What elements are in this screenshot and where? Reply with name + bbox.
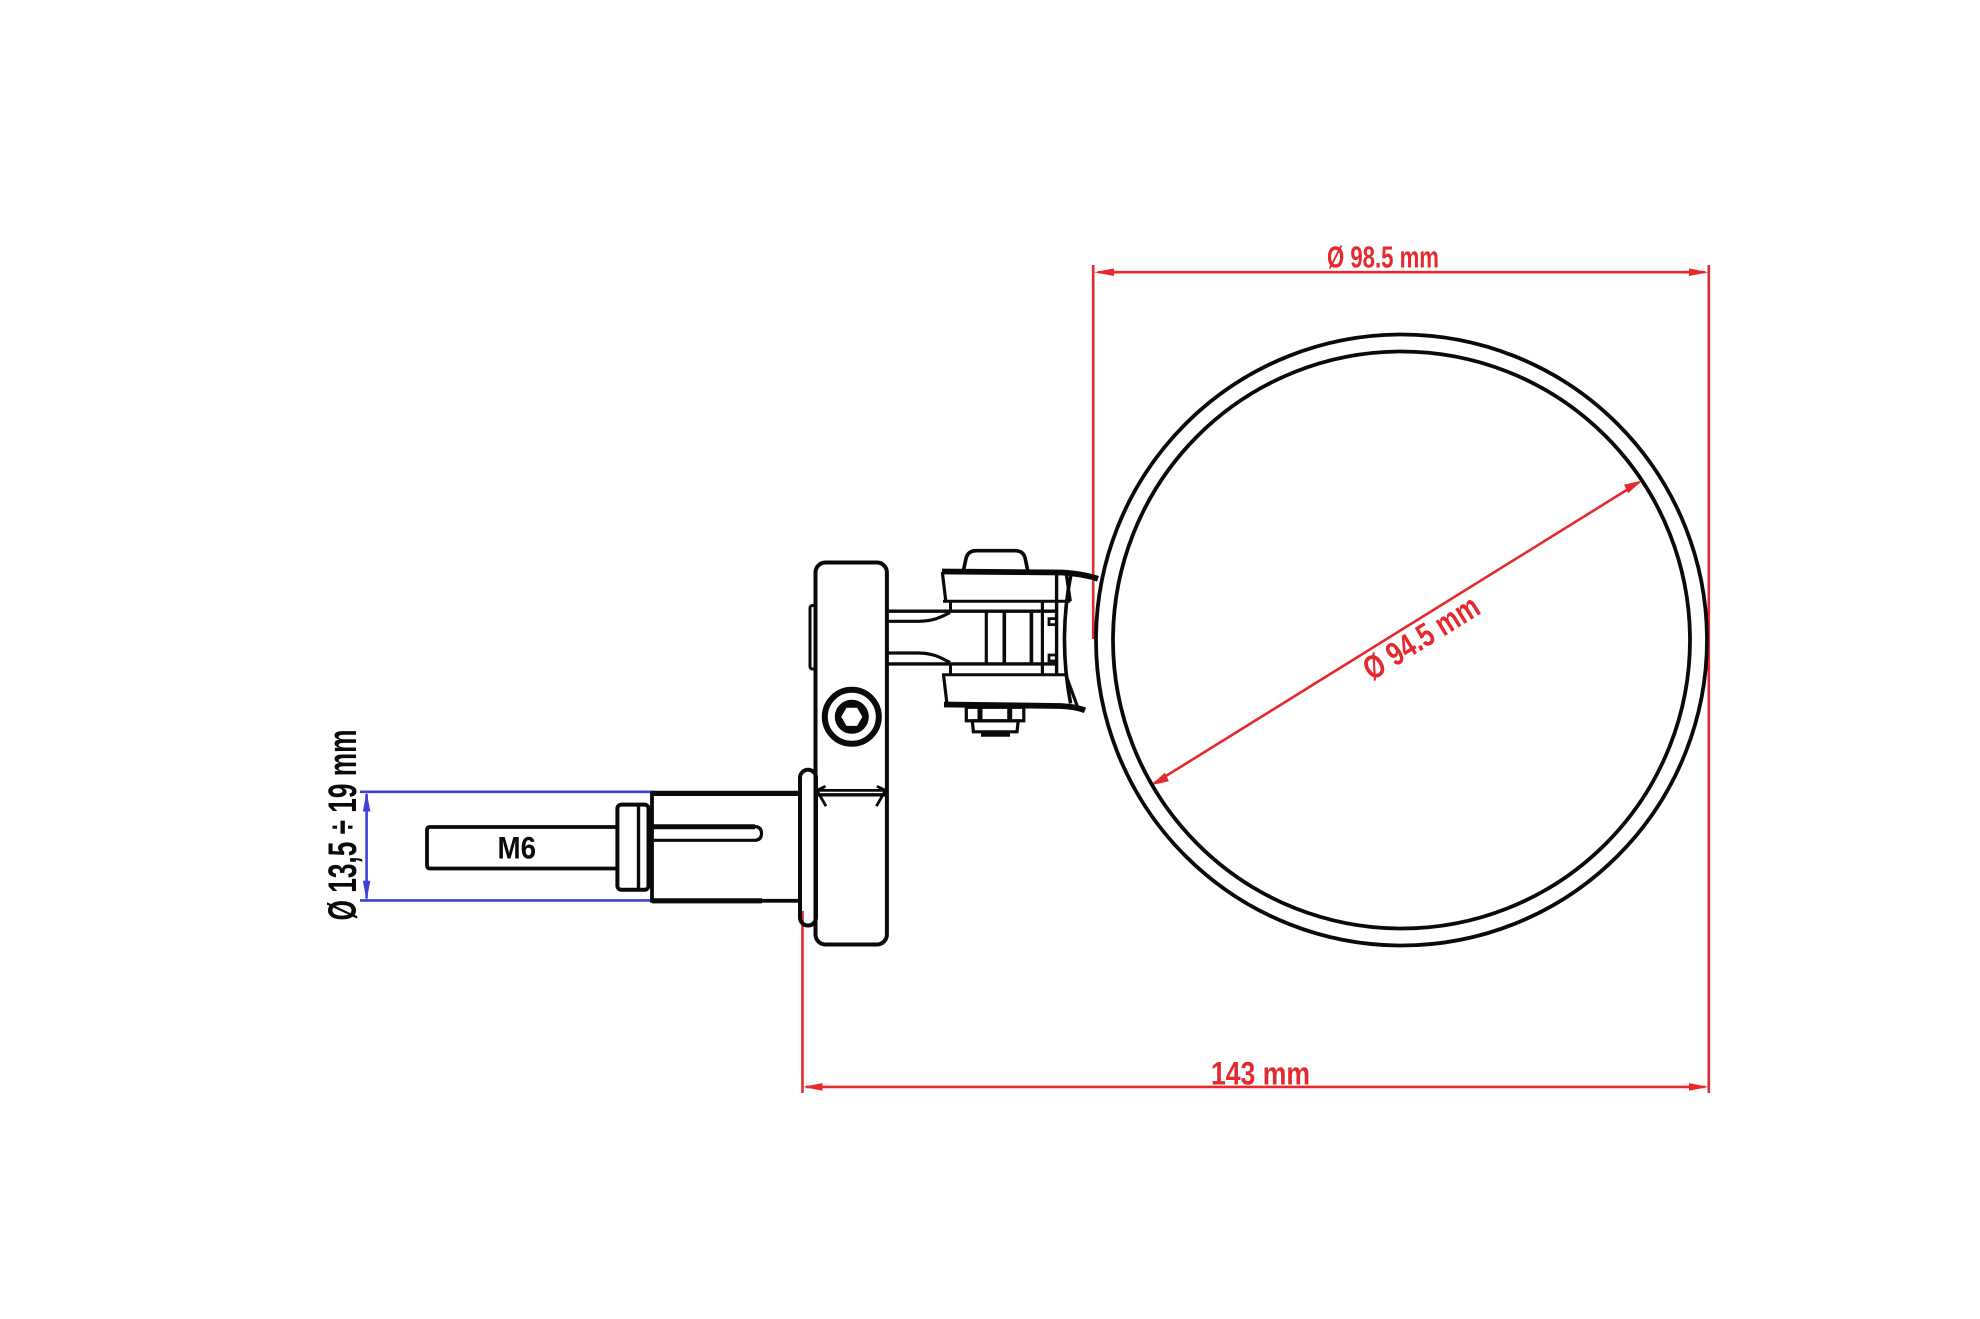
svg-text:143 mm: 143 mm [1211, 1056, 1310, 1092]
svg-text:Ø 98.5 mm: Ø 98.5 mm [1327, 239, 1439, 274]
svg-text:M6: M6 [498, 829, 537, 865]
svg-text:Ø 13,5 ÷ 19 mm: Ø 13,5 ÷ 19 mm [321, 730, 365, 921]
